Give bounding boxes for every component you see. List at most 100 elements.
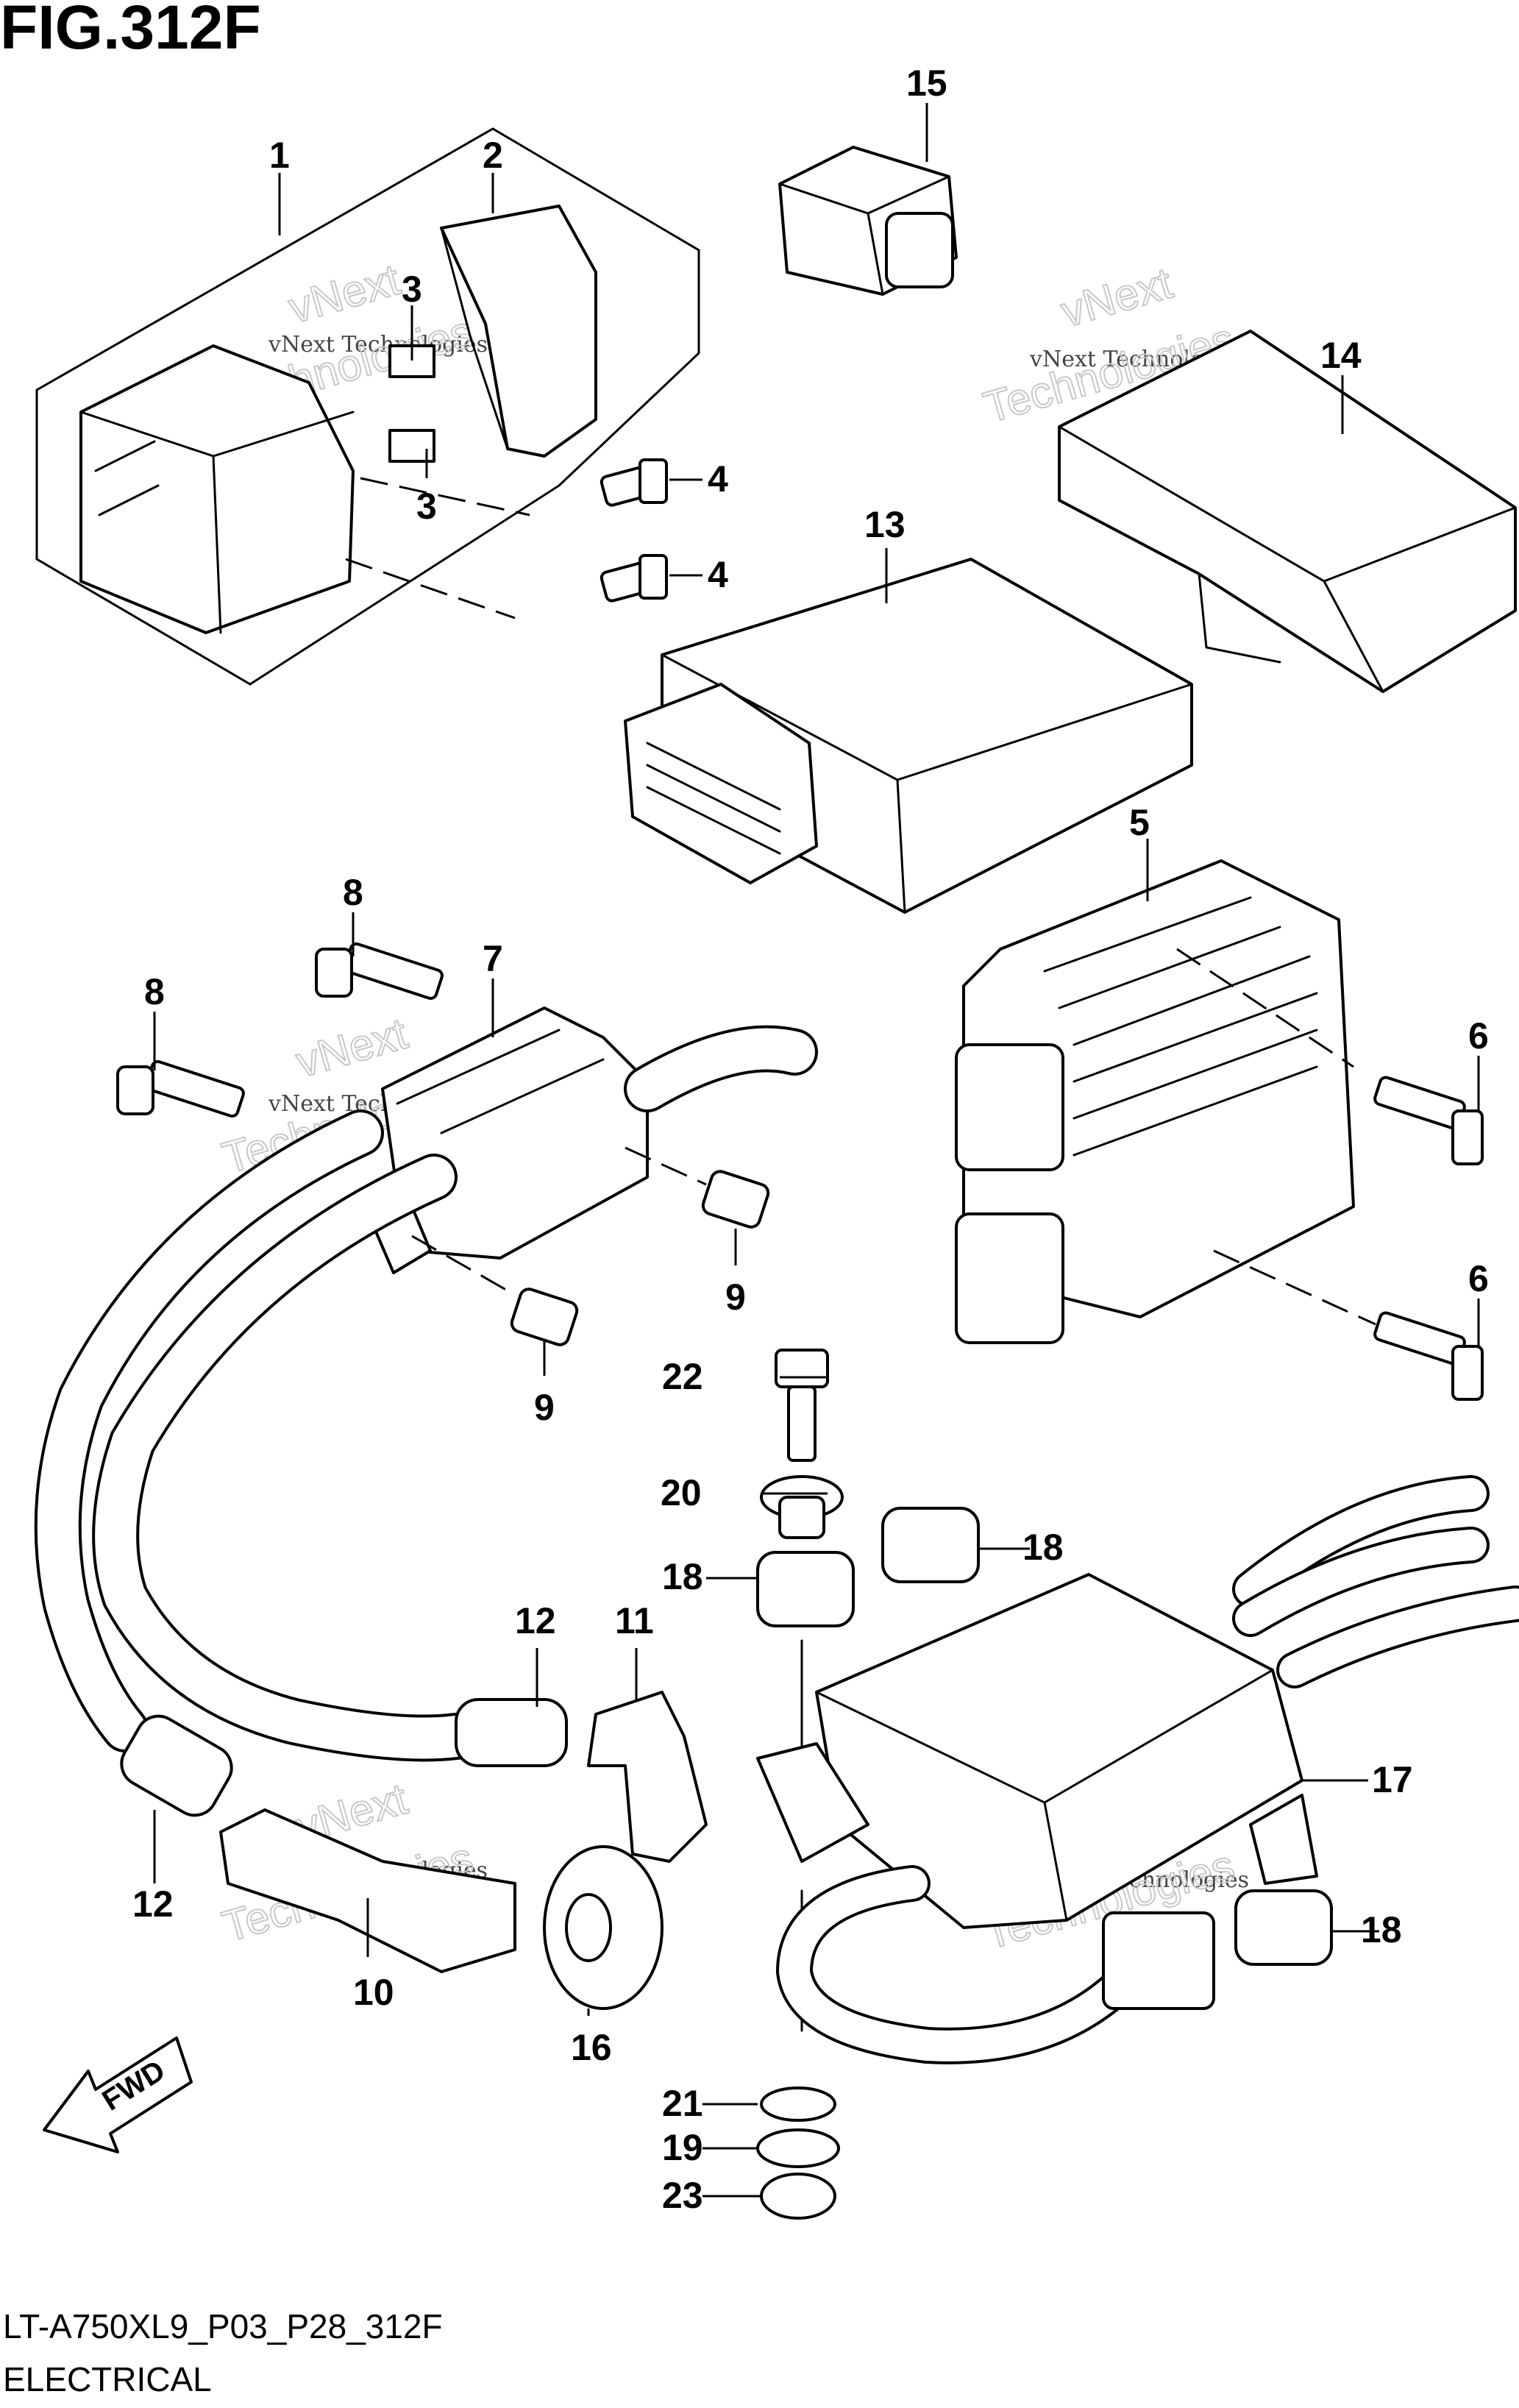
- washer-21[interactable]: [760, 2086, 836, 2122]
- regulator-body: [962, 859, 1355, 1318]
- bolt-head: [315, 948, 353, 998]
- callout-9: 9: [725, 1276, 746, 1318]
- bolt-4-upper[interactable]: [600, 458, 668, 507]
- cover-14[interactable]: [1058, 330, 1517, 693]
- cap-body: [120, 1714, 233, 1817]
- callout-19: 19: [662, 2127, 703, 2168]
- ecm-connector: [624, 683, 818, 884]
- washer-ring: [760, 2086, 836, 2122]
- bolt-head: [638, 554, 668, 600]
- bolt-head: [1451, 1345, 1484, 1401]
- cap-body: [219, 1808, 516, 1973]
- figure-title: FIG.312F: [0, 0, 261, 62]
- fwd-arrow: FWD: [43, 2036, 193, 2153]
- bolt-8-lower[interactable]: [116, 1059, 245, 1118]
- ignition-coil-7[interactable]: [370, 1006, 818, 1274]
- ecu-connector: [1102, 1911, 1215, 2010]
- callout-7: 7: [483, 938, 503, 979]
- reference-code: LT-A750XL9_P03_P28_312F: [3, 2307, 443, 2345]
- coil-body: [381, 1006, 649, 1260]
- figure-caption: ELECTRICAL: [3, 2360, 212, 2398]
- callout-17: 17: [1372, 1759, 1413, 1800]
- callout-12: 12: [132, 1883, 174, 1925]
- collar-9-left[interactable]: [510, 1287, 580, 1347]
- plug-cap-12-center[interactable]: [455, 1698, 568, 1767]
- regulator-dashes: [1176, 948, 1376, 1326]
- callout-11: 11: [615, 1600, 654, 1641]
- relay-body: [79, 344, 355, 634]
- connector-15[interactable]: [778, 146, 958, 296]
- relay-ribs: [94, 440, 160, 516]
- spark-plug-leads: [34, 1109, 480, 1762]
- collar-9-right[interactable]: [701, 1169, 771, 1229]
- assembly-dashes: [345, 477, 530, 619]
- washer-19[interactable]: [756, 2128, 840, 2168]
- callout-18: 18: [662, 1556, 703, 1597]
- watermark-outline: vNext: [283, 255, 405, 333]
- nut-23[interactable]: [760, 2173, 836, 2220]
- connector-socket: [885, 212, 954, 288]
- ecu-mount-left: [756, 1742, 869, 1863]
- ecm-13[interactable]: [624, 558, 1193, 914]
- coil-dashes: [411, 1146, 707, 1296]
- callout-21: 21: [662, 2083, 703, 2124]
- cap-body: [587, 1691, 708, 1863]
- connector-edges: [778, 175, 950, 296]
- grommet-hole: [565, 1893, 612, 1962]
- callout-14: 14: [1320, 335, 1362, 376]
- bolt-head: [1451, 1109, 1484, 1165]
- bolt-head: [638, 458, 668, 504]
- relay-cover-edge: [440, 227, 509, 450]
- callout-4: 4: [708, 458, 728, 500]
- grommet-16[interactable]: [543, 1845, 664, 2010]
- plug-cap-10[interactable]: [219, 1808, 516, 1973]
- callout-15: 15: [906, 63, 947, 104]
- assembly-outline: [35, 127, 700, 686]
- callout-23: 23: [662, 2175, 703, 2216]
- callout-8: 8: [343, 872, 363, 913]
- ecm-pins: [646, 742, 781, 855]
- bolt-6-upper[interactable]: [1373, 1076, 1484, 1165]
- callout-leaders: [153, 103, 1480, 2198]
- collar-body: [510, 1288, 579, 1346]
- bolt-6-lower[interactable]: [1373, 1311, 1484, 1401]
- callout-3: 3: [402, 269, 422, 310]
- regulator-connector-lower: [955, 1212, 1064, 1344]
- bolt-8-upper[interactable]: [315, 942, 444, 1001]
- grommet-18-upper[interactable]: [881, 1507, 980, 1583]
- collar-20[interactable]: [760, 1475, 844, 1539]
- bolt-22[interactable]: [775, 1349, 829, 1462]
- grommet-body: [1234, 1889, 1333, 1966]
- bolt-4-lower[interactable]: [600, 554, 668, 603]
- grommet-body: [881, 1507, 980, 1583]
- callout-3: 3: [416, 486, 437, 527]
- starter-relay-assembly[interactable]: [35, 127, 700, 686]
- relay-cover: [440, 205, 597, 458]
- collar-body: [778, 1496, 825, 1539]
- watermark-outline: vNext: [1056, 258, 1178, 337]
- ecu-body: [815, 1573, 1303, 1929]
- plug-cap-11[interactable]: [587, 1691, 708, 1863]
- plug-cap-12-left[interactable]: [113, 1708, 239, 1824]
- ecu-17[interactable]: [756, 1475, 1519, 2064]
- collar-body: [701, 1170, 770, 1229]
- ecu-edges: [815, 1669, 1274, 1922]
- cover-edges: [1058, 425, 1517, 693]
- callout-22: 22: [662, 1356, 703, 1397]
- callout-numbers: 1 2 3 3 4 4 5 6 6 7 8 8 9 9 10 11 12 12 …: [132, 63, 1489, 2216]
- washer-ring: [756, 2128, 840, 2168]
- coil-edges: [396, 1029, 605, 1134]
- callout-2: 2: [483, 135, 503, 176]
- callout-13: 13: [864, 504, 906, 545]
- grommet-18-right[interactable]: [1234, 1889, 1333, 1966]
- bolt-shank: [787, 1385, 817, 1462]
- bolt-body: [145, 1059, 245, 1118]
- callout-18: 18: [1361, 1909, 1402, 1950]
- grommet-18-left[interactable]: [756, 1551, 855, 1627]
- bolt-head: [116, 1065, 154, 1115]
- callout-4: 4: [708, 554, 728, 595]
- cap-body: [455, 1698, 568, 1767]
- bolt-head: [775, 1349, 829, 1388]
- regulator-5[interactable]: [955, 859, 1355, 1344]
